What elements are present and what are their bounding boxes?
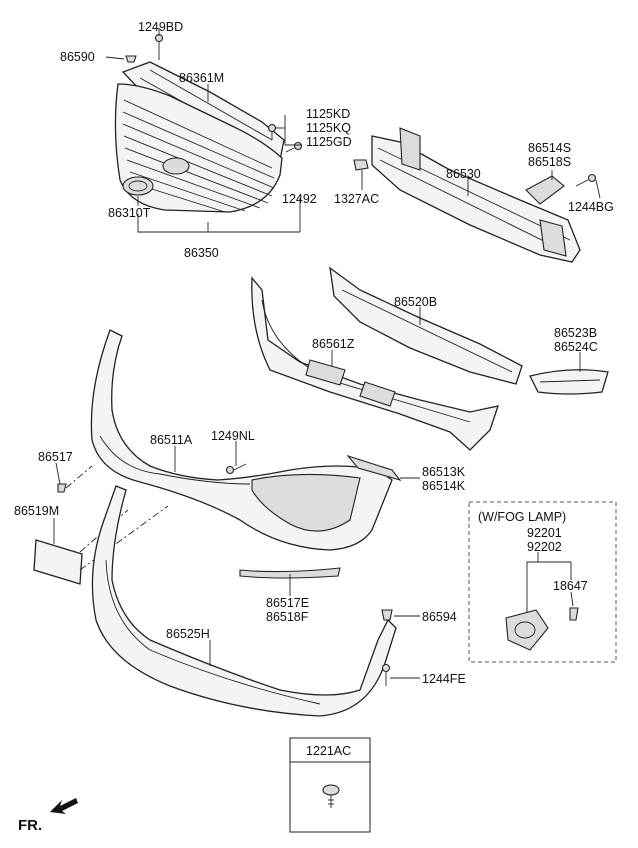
label-86523B: 86523B bbox=[554, 326, 597, 340]
label-1125KQ: 1125KQ bbox=[306, 121, 351, 135]
bracket-86513K bbox=[346, 454, 402, 482]
label-86517E: 86517E bbox=[266, 596, 309, 610]
label-86361M: 86361M bbox=[179, 71, 224, 85]
label-86350: 86350 bbox=[184, 246, 219, 260]
label-86519M: 86519M bbox=[14, 504, 59, 518]
bulb-18647 bbox=[569, 607, 579, 621]
label-1327AC: 1327AC bbox=[334, 192, 379, 206]
screw-12492 bbox=[285, 141, 303, 153]
nut-1327AC bbox=[353, 159, 369, 171]
license-bracket-86519M bbox=[33, 539, 83, 585]
label-86513K: 86513K bbox=[422, 465, 466, 479]
clip-86594 bbox=[381, 609, 393, 621]
label-1125GD: 1125GD bbox=[306, 135, 352, 149]
lower-cover-86525H bbox=[91, 485, 397, 717]
label-86514S: 86514S bbox=[528, 141, 571, 155]
arrow-icon bbox=[50, 798, 78, 814]
bracket-86514S bbox=[525, 175, 565, 205]
label-86310T: 86310T bbox=[108, 206, 151, 220]
label-86594: 86594 bbox=[422, 610, 457, 624]
front-direction-label: FR. bbox=[18, 817, 42, 834]
label-1249NL: 1249NL bbox=[211, 429, 255, 443]
label-1244FE: 1244FE bbox=[422, 672, 466, 686]
label-1125KD: 1125KD bbox=[306, 107, 350, 121]
garnish-86523B bbox=[529, 369, 609, 395]
grille-emblem bbox=[162, 157, 190, 175]
label-86561Z: 86561Z bbox=[312, 337, 355, 351]
label-1249BD: 1249BD bbox=[138, 20, 183, 34]
label-12492: 12492 bbox=[282, 192, 317, 206]
leader-lines bbox=[53, 28, 601, 679]
label-18647: 18647 bbox=[553, 579, 588, 593]
bumper-beam bbox=[353, 127, 597, 263]
label-86518F: 86518F bbox=[266, 610, 309, 624]
absorber-86520B bbox=[329, 266, 523, 385]
label-86524C: 86524C bbox=[554, 340, 598, 354]
molding-86517E bbox=[239, 567, 341, 579]
label-86511A: 86511A bbox=[150, 433, 193, 447]
emblem-86310T bbox=[122, 176, 154, 196]
clip-1221AC-box bbox=[289, 737, 371, 833]
label-86514K: 86514K bbox=[422, 479, 466, 493]
clip-icon bbox=[322, 784, 340, 808]
grille-assembly bbox=[114, 33, 303, 213]
fog-lamp-title: (W/FOG LAMP) bbox=[478, 510, 566, 524]
screw-1125KD bbox=[267, 123, 277, 140]
label-86525H: 86525H bbox=[166, 627, 210, 641]
radiator-grille bbox=[114, 83, 283, 213]
label-86520B: 86520B bbox=[394, 295, 437, 309]
label-1221AC: 1221AC bbox=[306, 744, 351, 758]
fog-lamp-box bbox=[468, 501, 617, 663]
label-1244BG: 1244BG bbox=[568, 200, 614, 214]
label-86518S: 86518S bbox=[528, 155, 571, 169]
label-86517: 86517 bbox=[38, 450, 73, 464]
label-86530: 86530 bbox=[446, 167, 481, 181]
clip-86517 bbox=[57, 483, 67, 493]
label-92201: 92201 bbox=[527, 526, 562, 540]
clip-86590 bbox=[125, 55, 137, 63]
label-86590: 86590 bbox=[60, 50, 95, 64]
screw-1249BD bbox=[154, 33, 164, 60]
label-92202: 92202 bbox=[527, 540, 562, 554]
fog-lamp-92201 bbox=[505, 609, 549, 651]
bolt-1244BG bbox=[575, 173, 597, 187]
screw-1244FE bbox=[381, 663, 391, 686]
beam-86530 bbox=[371, 135, 581, 263]
screw-1249NL bbox=[225, 463, 247, 475]
